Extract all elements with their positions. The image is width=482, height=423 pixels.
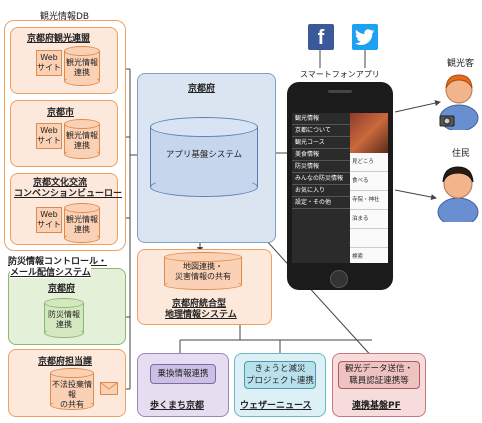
disaster-title-1: 防災情報コントロール・	[8, 257, 108, 267]
line-phone-resident	[394, 189, 437, 200]
phone-menu-item[interactable]: 美食情報	[292, 149, 350, 161]
phone-earpiece	[328, 90, 352, 93]
tourist-icon	[439, 74, 479, 130]
phone-menu-item[interactable]: 設定・その他	[292, 197, 350, 209]
mail-icon	[100, 382, 118, 395]
phone-menu-item[interactable]: 京都について	[292, 125, 350, 137]
disaster-sub: 京都府	[48, 284, 76, 294]
gis-title-2: 地理情報システム	[165, 310, 237, 320]
kyoto-fu-title: 京都府	[188, 84, 216, 94]
platform-label: 連携基盤PF	[352, 401, 401, 411]
convention-title-2: コンベンションビューロー	[14, 189, 123, 199]
gis-title-1: 京都府統合型	[172, 299, 227, 309]
phone-photo	[350, 113, 388, 153]
kyoto-tourism-db-cylinder: 観光情報 連携	[64, 46, 100, 86]
transit-info-link: 乗換情報連携	[150, 364, 216, 384]
convention-web-site: Web サイト	[36, 207, 62, 233]
pref-staff-title: 京都府担当課	[38, 357, 93, 367]
resident-label: 住民	[452, 149, 471, 159]
phone-right-item[interactable]: 寺院・神社	[350, 191, 388, 210]
kyoto-tourism-web-site: Web サイト	[36, 50, 62, 76]
aruku-machi-label: 歩くまち京都	[150, 401, 205, 411]
tourism-db-title: 観光情報DB	[40, 12, 90, 22]
phone-menu: 観光情報 京都について 観光コース 美食情報 防災情報 みんなの防災情報 お気に…	[292, 113, 350, 263]
gis-line2: 災害情報の共有	[175, 272, 231, 281]
app-platform-cylinder: アプリ基盤システム	[150, 117, 258, 197]
phone-menu-item[interactable]: みんなの防災情報	[292, 173, 350, 185]
tourist-label: 観光客	[447, 59, 475, 69]
phone-screen: 観光情報 京都について 観光コース 美食情報 防災情報 みんなの防災情報 お気に…	[292, 113, 388, 263]
kyoto-city-title: 京都市	[47, 108, 75, 118]
phone-menu-item[interactable]: お気に入り	[292, 185, 350, 197]
data-send-link: 観光データ送信・ 職員認証連携等	[338, 361, 420, 389]
convention-title-1: 京都文化交流	[33, 178, 88, 188]
pref-staff-db-cylinder: 不法投棄情報 の共有	[50, 368, 94, 410]
gis-line1: 地図連携・	[183, 262, 223, 271]
kyoto-tourism-title: 京都府観光連盟	[27, 34, 91, 44]
phone-right-item[interactable]	[350, 229, 388, 248]
phone-right-list: 見どころ 食べる 寺院・神社 泊まる 検索	[350, 153, 388, 263]
convention-db-cylinder: 観光情報 連携	[64, 203, 100, 243]
phone-right-item[interactable]: 見どころ	[350, 153, 388, 172]
aruku-machi-box	[137, 353, 229, 417]
disaster-project-link: きょうと減災 プロジェクト連携	[244, 361, 316, 389]
phone-right-item[interactable]: 食べる	[350, 172, 388, 191]
kyoto-city-db-cylinder: 観光情報 連携	[64, 119, 100, 159]
disaster-title-2-overlay: メール配信システム	[10, 265, 91, 278]
gis-cylinder: 地図連携・ 災害情報の共有	[164, 252, 242, 290]
phone-menu-item[interactable]: 防災情報	[292, 161, 350, 173]
phone-right-item[interactable]: 泊まる	[350, 210, 388, 229]
disaster-db-cylinder: 防災情報 連携	[44, 298, 84, 338]
facebook-icon[interactable]: f	[308, 24, 334, 50]
weathernews-label: ウェザーニュース	[240, 401, 312, 411]
phone-right-item[interactable]: 検索	[350, 248, 388, 263]
smartphone-title: スマートフォンアプリ	[300, 70, 380, 79]
kyoto-city-web-site: Web サイト	[36, 123, 62, 149]
phone-menu-item[interactable]: 観光情報	[292, 113, 350, 125]
line-phone-tourist	[394, 100, 441, 113]
resident-icon	[437, 166, 479, 222]
phone-menu-item[interactable]: 観光コース	[292, 137, 350, 149]
phone-home-button[interactable]	[330, 270, 348, 288]
twitter-icon[interactable]	[352, 24, 378, 50]
